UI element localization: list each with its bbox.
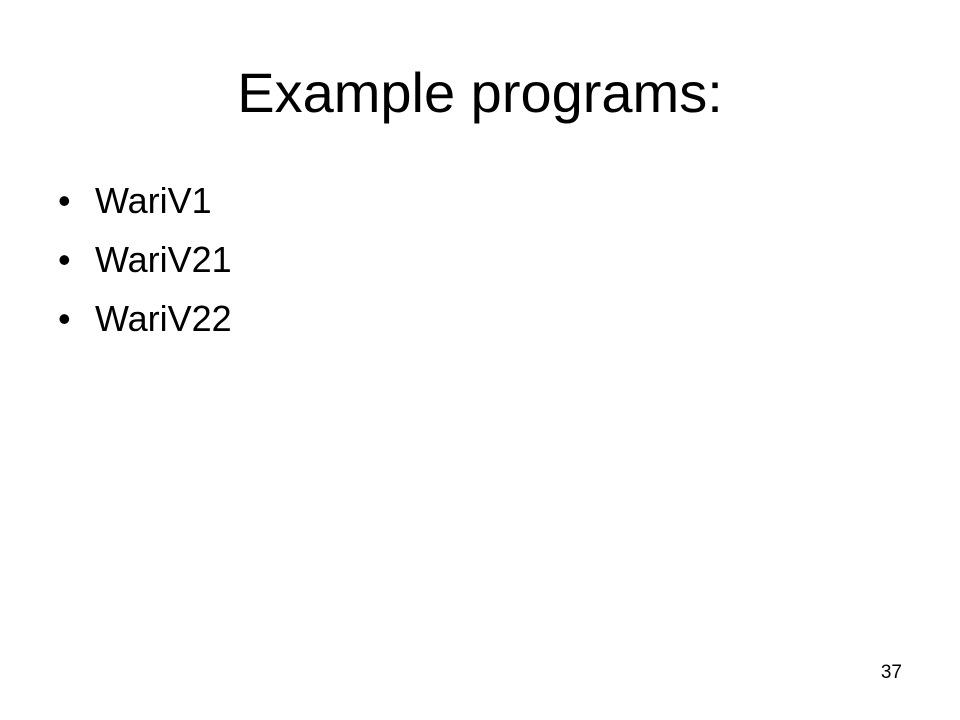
slide-title: Example programs: — [237, 61, 723, 124]
bullet-icon: • — [58, 298, 71, 339]
page-number: 37 — [880, 662, 902, 683]
bullet-icon: • — [58, 239, 71, 280]
bullet-icon: • — [58, 180, 71, 221]
bullet-item: • WariV21 — [58, 230, 232, 289]
bullet-item: • WariV22 — [58, 289, 232, 348]
bullet-list: • WariV1 • WariV21 • WariV22 — [58, 171, 232, 348]
bullet-text: WariV22 — [95, 298, 232, 339]
bullet-text: WariV21 — [95, 239, 232, 280]
bullet-item: • WariV1 — [58, 171, 232, 230]
bullet-text: WariV1 — [95, 180, 212, 221]
